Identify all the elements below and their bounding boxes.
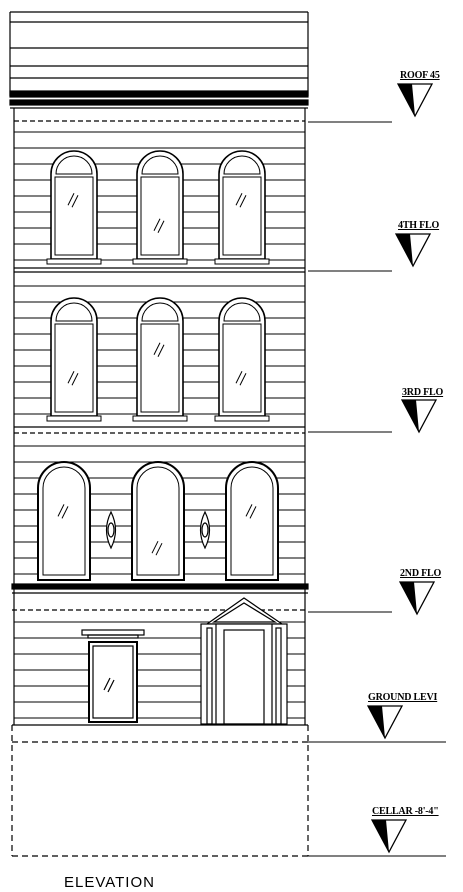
arched-window: [46, 150, 102, 265]
cellar-outline: [11, 725, 309, 857]
entrance-door: [200, 597, 288, 725]
level-triangle-icon: [398, 581, 436, 616]
cornice-band: [9, 90, 309, 109]
level-leader-lines: [308, 121, 446, 857]
level-label-3rd-floor: 3RD FLO: [402, 387, 444, 398]
level-label-ground: GROUND LEVI: [368, 692, 438, 703]
arched-window: [132, 150, 188, 265]
level-triangle-icon: [394, 233, 432, 268]
level-triangle-icon: [370, 819, 408, 854]
drawing-caption: ELEVATION: [64, 874, 155, 891]
floor-bands: [11, 120, 309, 611]
wall-sconces: [105, 510, 211, 550]
level-markers: [366, 83, 438, 854]
level-triangle-icon: [396, 83, 434, 118]
parapet: [9, 11, 309, 96]
ground-floor-window: [81, 629, 145, 723]
arched-window: [132, 297, 188, 422]
round-top-window: [225, 461, 279, 581]
arched-window: [214, 297, 270, 422]
arched-window: [214, 150, 270, 265]
level-label-4th-floor: 4TH FLO: [398, 220, 440, 231]
level-triangle-icon: [366, 705, 404, 740]
windows-group: [37, 150, 279, 581]
level-label-roof: ROOF 45: [400, 70, 440, 81]
arched-window: [46, 297, 102, 422]
level-triangle-icon: [400, 399, 438, 434]
round-top-window: [131, 461, 185, 581]
level-label-cellar: CELLAR -8'-4": [372, 806, 439, 817]
level-label-2nd-floor: 2ND FLO: [400, 568, 442, 579]
round-top-window: [37, 461, 91, 581]
